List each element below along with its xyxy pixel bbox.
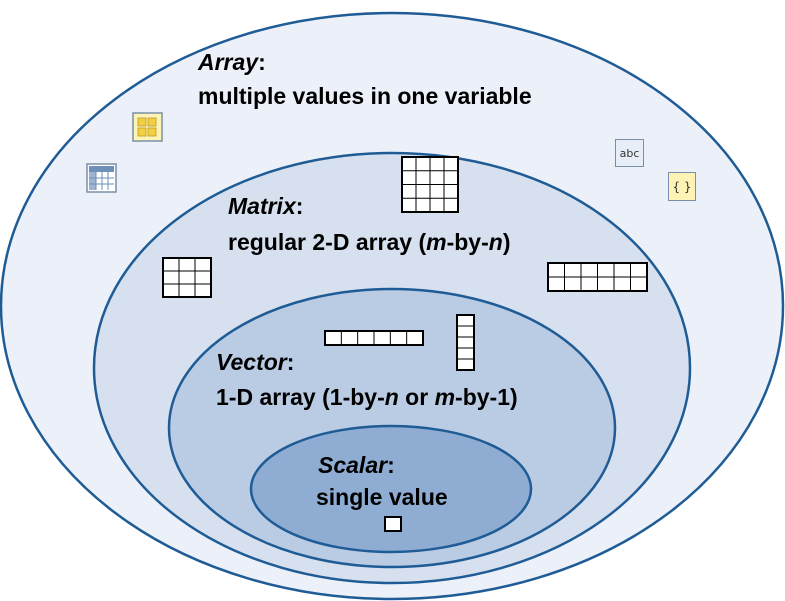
scalar-cell-icon bbox=[384, 516, 402, 532]
scalar-colon: : bbox=[387, 452, 395, 478]
vector-desc-m: m bbox=[434, 384, 456, 410]
vector-description: 1-D array (1-by-n or m-by-1) bbox=[216, 383, 518, 411]
char-array-icon: abc bbox=[615, 139, 644, 167]
grid-frame bbox=[456, 314, 475, 371]
vector-colon: : bbox=[286, 349, 295, 375]
vector-desc-n: n bbox=[384, 384, 399, 410]
table-icon bbox=[86, 163, 117, 193]
scalar-description: single value bbox=[316, 483, 448, 511]
scalar-description-text: single value bbox=[316, 484, 448, 510]
matrix-term: Matrix bbox=[228, 193, 296, 219]
matrix-colon: : bbox=[295, 193, 304, 219]
cell-array-icon: { } bbox=[668, 172, 696, 201]
scalar-term: Scalar bbox=[318, 452, 388, 478]
array-description: multiple values in one variable bbox=[198, 82, 532, 110]
vector-desc-suffix: -by-1) bbox=[455, 384, 518, 410]
matrix-desc-prefix: regular 2-D array ( bbox=[228, 229, 427, 255]
column-vector-icon bbox=[456, 314, 475, 371]
array-description-text: multiple values in one variable bbox=[198, 83, 532, 109]
matrix-description: regular 2-D array (m-by-n) bbox=[228, 228, 511, 256]
row-vector-icon bbox=[324, 330, 424, 346]
struct-icon bbox=[132, 112, 163, 142]
matrix-grid-icon bbox=[162, 257, 212, 298]
scalar-term-line: Scalar: bbox=[318, 451, 395, 479]
matrix-wide-grid-icon bbox=[547, 262, 648, 292]
matrix-square-grid-icon bbox=[401, 156, 459, 213]
char-icon-text: abc bbox=[619, 146, 640, 160]
vector-term-line: Vector: bbox=[216, 348, 294, 376]
matrix-desc-by: -by- bbox=[446, 229, 489, 255]
grid-frame bbox=[162, 257, 212, 298]
vector-term: Vector bbox=[216, 349, 287, 375]
vector-desc-or: or bbox=[398, 384, 435, 410]
array-term: Array bbox=[198, 49, 259, 75]
matrix-desc-m: m bbox=[426, 229, 447, 255]
matrix-term-line: Matrix: bbox=[228, 192, 303, 220]
vector-desc-prefix: 1-D array (1-by- bbox=[216, 384, 385, 410]
grid-frame bbox=[384, 516, 402, 532]
array-colon: : bbox=[258, 49, 266, 75]
scalar-ellipse bbox=[249, 424, 533, 554]
matrix-desc-suffix: ) bbox=[502, 229, 511, 255]
cell-icon-text: { } bbox=[672, 179, 692, 194]
array-term-line: Array: bbox=[198, 48, 266, 76]
matrix-desc-n: n bbox=[488, 229, 503, 255]
